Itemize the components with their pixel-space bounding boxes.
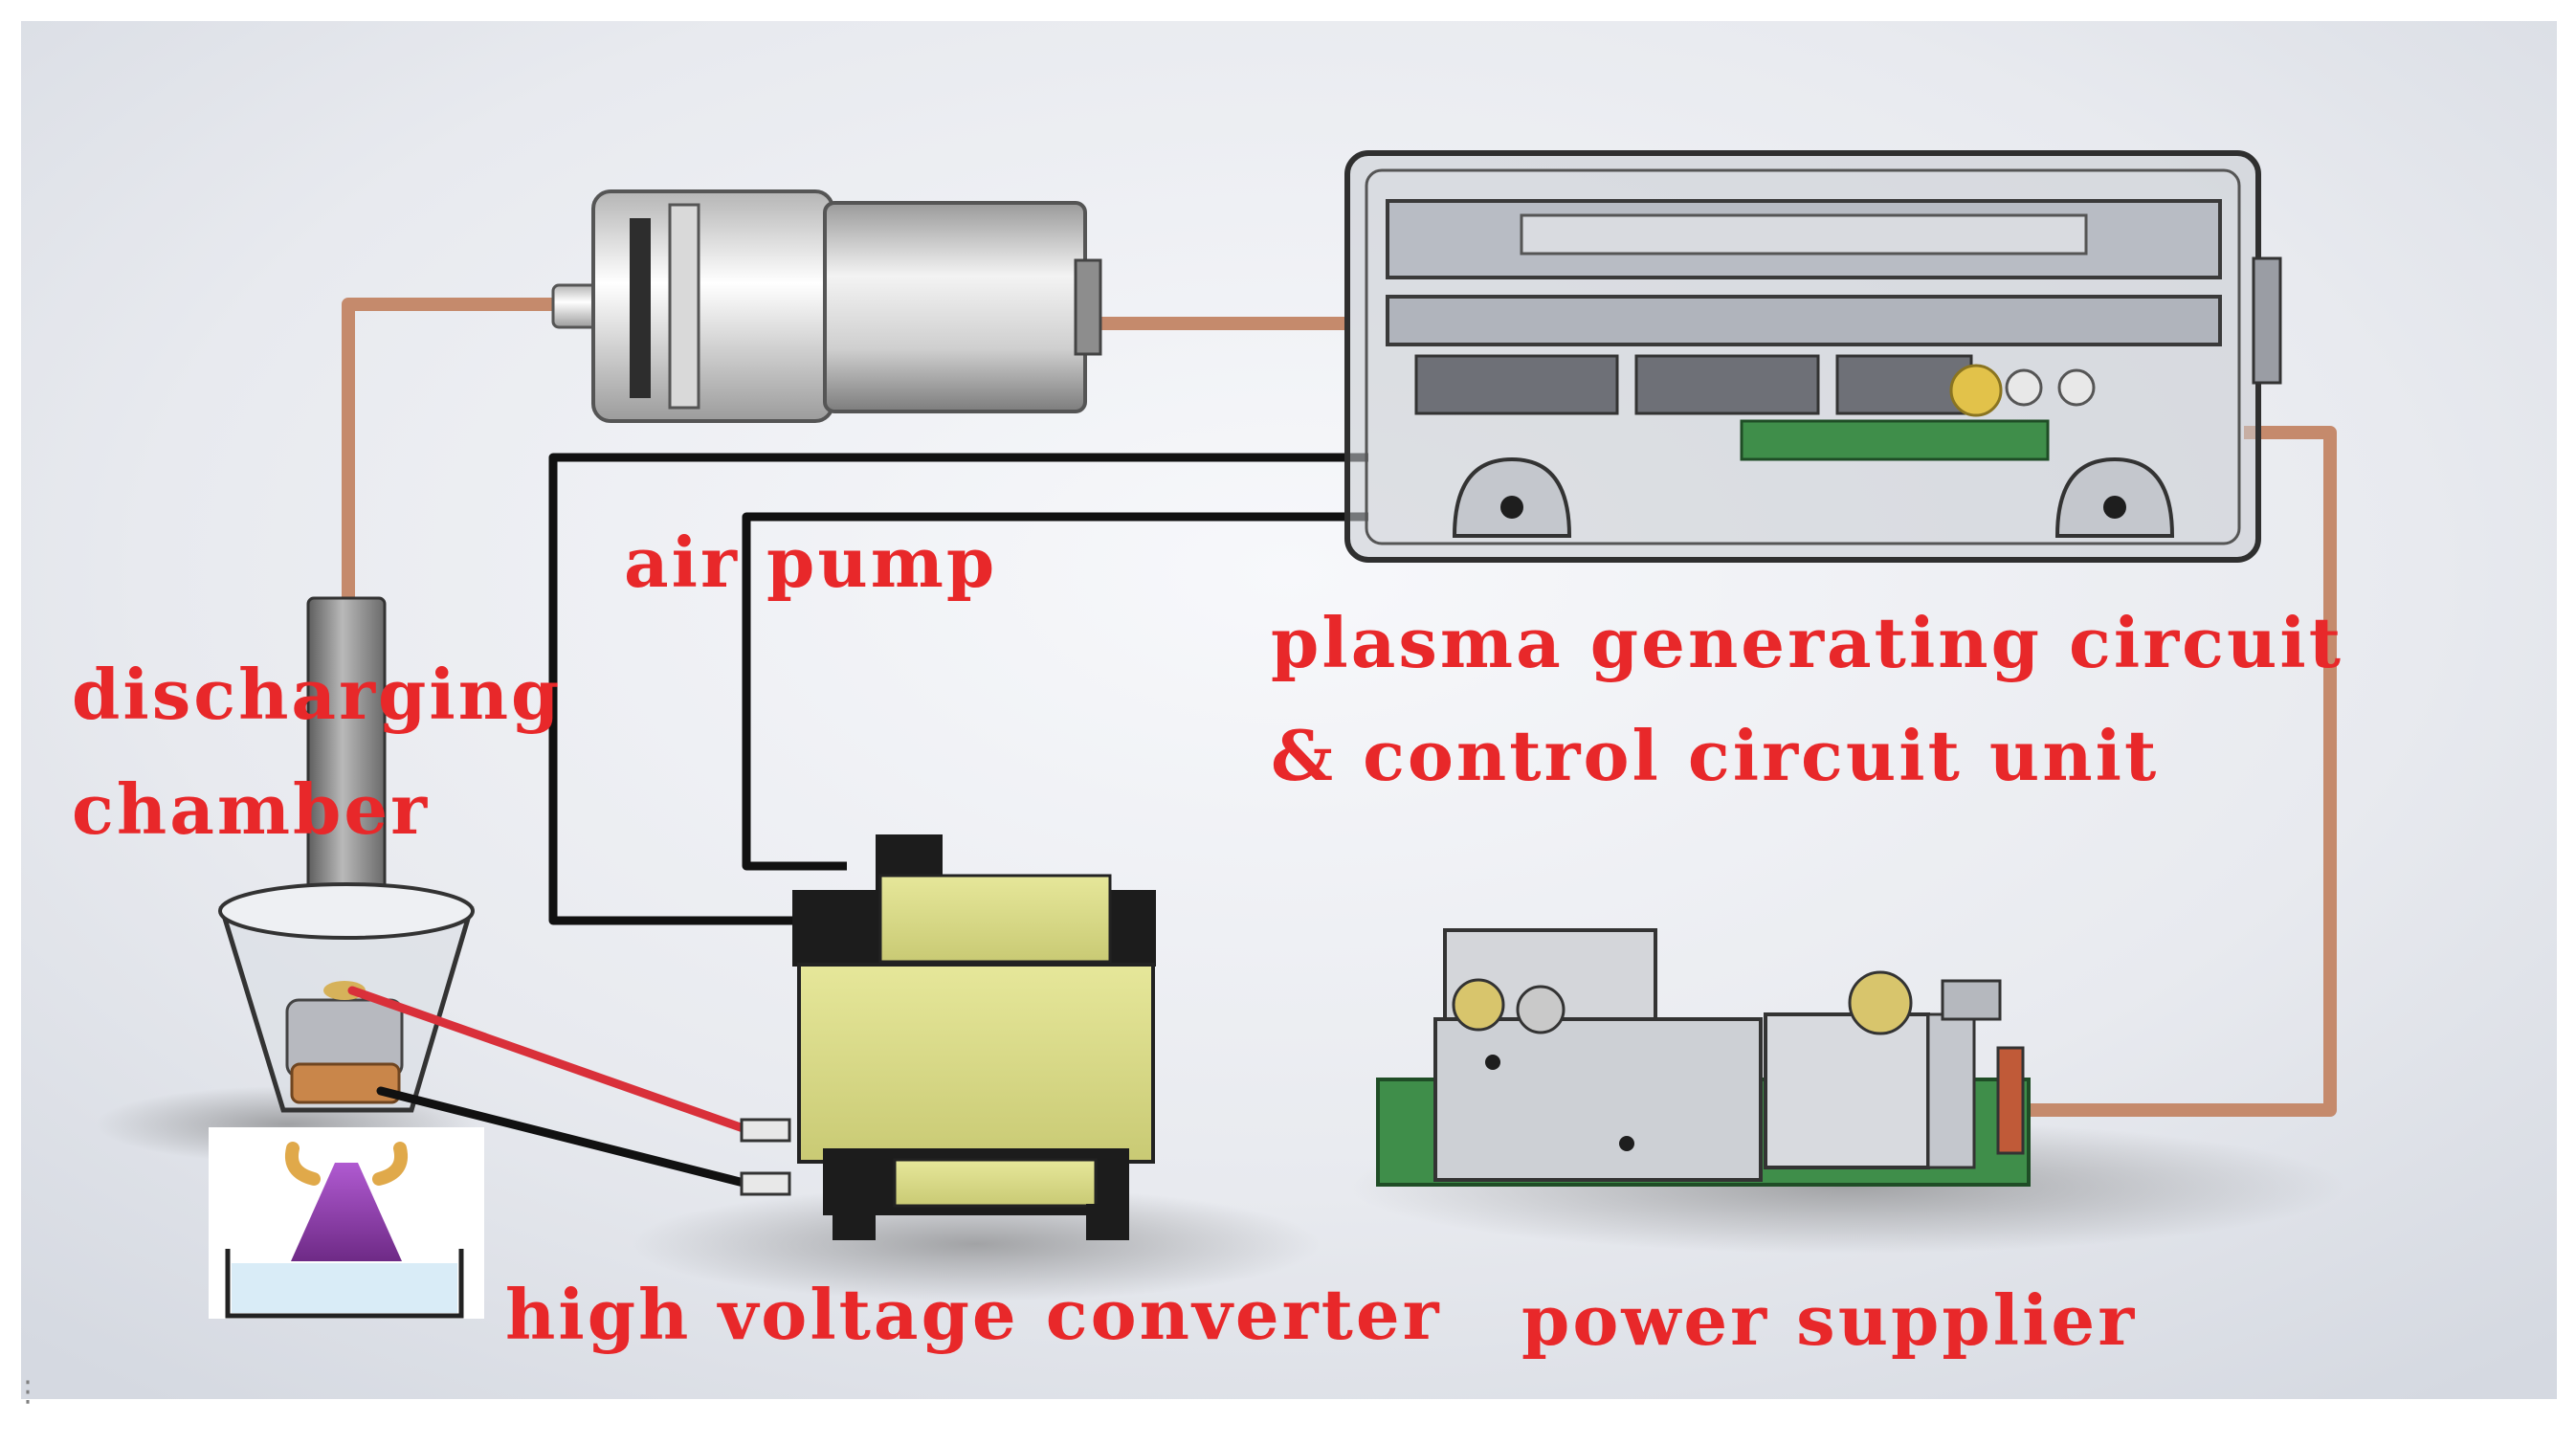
chamber-base (290, 1062, 401, 1104)
chamber-cup-rim (218, 882, 475, 940)
air-pump-motor-end (1074, 258, 1102, 356)
hv-wires (347, 986, 756, 1189)
upper-board-strip (1520, 213, 2088, 256)
air-pump-grille (630, 218, 651, 398)
air-pump (551, 189, 1102, 423)
label-air-pump: air pump (624, 522, 998, 603)
label-high-voltage-converter: high voltage converter (505, 1274, 1442, 1355)
power-supplier-terminal (1996, 1046, 2025, 1155)
module-block-2 (1634, 354, 1820, 415)
sample-dish (225, 1249, 464, 1319)
green-pcb (1740, 419, 2050, 461)
power-supplier-heatsink (1433, 1017, 1763, 1182)
screw-left (1500, 496, 1523, 519)
air-tube-pump-to-chamber (342, 298, 557, 612)
air-tubes (342, 298, 2337, 1117)
power-supplier-block (1941, 979, 2002, 1021)
capacitor-1 (1452, 978, 1505, 1032)
chamber-tube (306, 596, 387, 911)
converter-shadow (632, 1187, 1321, 1301)
power-supplier-side (1926, 1012, 1976, 1169)
control-wire-outer (548, 453, 1368, 925)
yellow-component (1949, 364, 2003, 417)
module-block-1 (1414, 354, 1619, 415)
hv-wire-red (347, 986, 756, 1136)
label-plasma-generating-circuit: plasma generating circuit (1271, 602, 2343, 683)
screw-right (2103, 496, 2126, 519)
connector-2 (2057, 368, 2096, 407)
left-electrode-icon (285, 1142, 321, 1186)
air-pump-motor (823, 201, 1087, 413)
plasma-treatment-inset (209, 1127, 484, 1319)
capacitor-3 (1848, 970, 1913, 1035)
side-connector (2252, 256, 2282, 385)
air-pump-flange (668, 203, 700, 410)
power-supplier-module (1764, 1012, 1930, 1169)
right-electrode-icon (372, 1142, 408, 1186)
dish-liquid (232, 1263, 457, 1313)
ps-screw-1 (1485, 1055, 1500, 1070)
vertical-dots-icon[interactable]: ⋮ (13, 1378, 42, 1428)
connector-1 (2005, 368, 2043, 407)
capacitor-2 (1516, 985, 1566, 1034)
air-pump-endcap (591, 189, 834, 423)
label-control-circuit-unit: & control circuit unit (1271, 715, 2160, 796)
lower-board (1386, 295, 2222, 346)
label-power-supplier: power supplier (1521, 1279, 2138, 1361)
label-chamber: chamber (72, 768, 431, 850)
converter-core-body (797, 963, 1155, 1164)
module-block-3 (1835, 354, 1973, 415)
converter-coil-top (878, 874, 1112, 964)
hv-wire-black (376, 1086, 756, 1189)
air-tube-control-to-power (2017, 426, 2337, 1117)
control-wire-inner (742, 512, 1368, 871)
converter-terminal-2 (740, 1171, 791, 1196)
power-supplier (1376, 928, 2031, 1187)
converter-coil-bottom (893, 1158, 1098, 1208)
converter-terminal-1 (740, 1118, 791, 1143)
converter-leg-left (833, 1204, 876, 1240)
control-unit-inner-frame (1365, 168, 2241, 545)
control-unit (1344, 150, 2282, 563)
discharging-chamber (218, 596, 475, 1113)
label-discharging: discharging (72, 654, 563, 735)
converter-leg-right (1086, 1204, 1129, 1240)
plasma-plume (291, 1163, 402, 1261)
high-voltage-converter (740, 834, 1156, 1240)
ps-screw-2 (1619, 1136, 1634, 1151)
signal-wires (548, 453, 1368, 925)
